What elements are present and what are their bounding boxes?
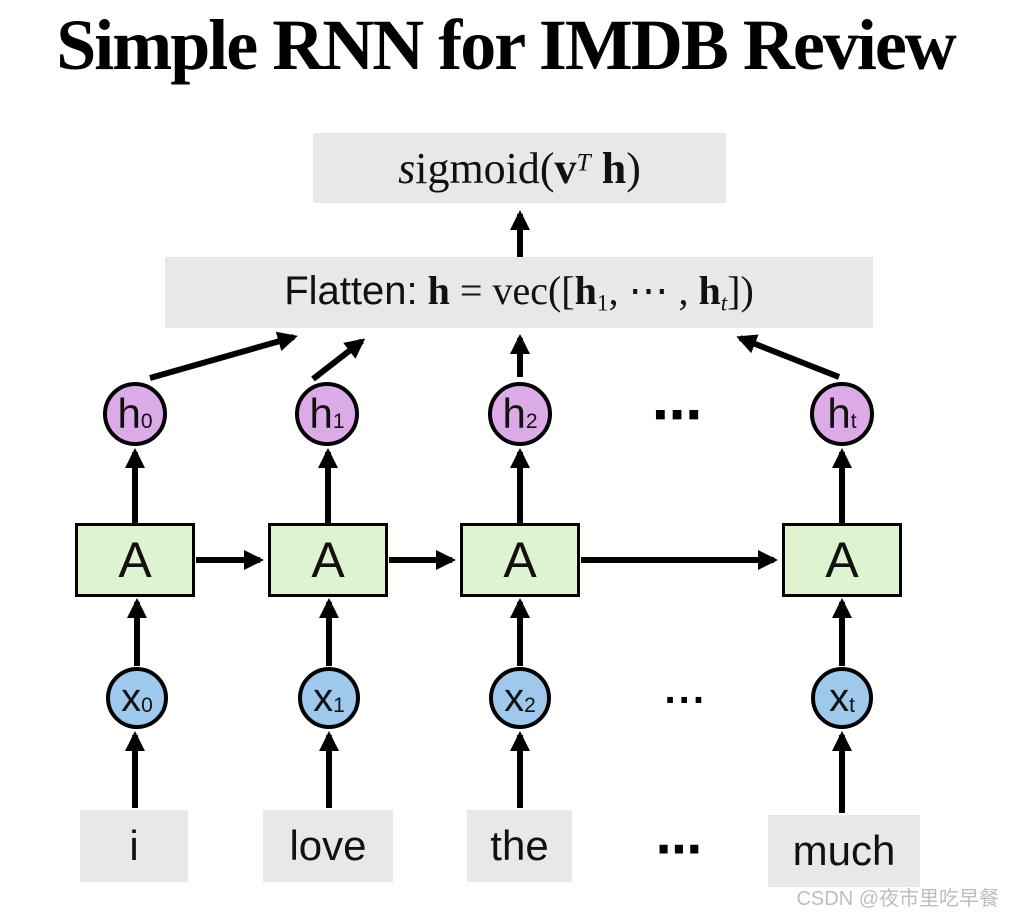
word-box-i: i xyxy=(80,810,188,882)
sigmoid-output-box: sigmoid(vT h) xyxy=(313,133,726,203)
ellipsis-input-row: ... xyxy=(664,673,707,711)
word-box-much: much xyxy=(768,815,920,887)
watermark: CSDN @夜市里吃早餐 xyxy=(796,888,999,910)
arrow-ht-to-flatten xyxy=(736,334,841,380)
word-box-the: the xyxy=(467,810,572,882)
arrow-h0-to-flatten xyxy=(149,331,298,381)
word-box-love: love xyxy=(263,810,393,882)
rnn-cell-1: A xyxy=(75,523,195,597)
rnn-cell-3: A xyxy=(460,523,580,597)
page-title: Simple RNN for IMDB Review xyxy=(56,5,957,85)
ellipsis-hidden-row: ⋯ xyxy=(652,386,705,444)
rnn-cell-4: A xyxy=(782,523,902,597)
sigmoid-formula: sigmoid(vT h) xyxy=(398,143,641,193)
flatten-formula: Flatten: h = vec([h1, ⋯ , ht]) xyxy=(284,268,754,317)
ellipsis-word-row: ⋯ xyxy=(656,822,704,876)
rnn-cell-2: A xyxy=(268,523,388,597)
arrow-h1-to-flatten xyxy=(311,338,366,382)
flatten-box: Flatten: h = vec([h1, ⋯ , ht]) xyxy=(165,257,873,328)
